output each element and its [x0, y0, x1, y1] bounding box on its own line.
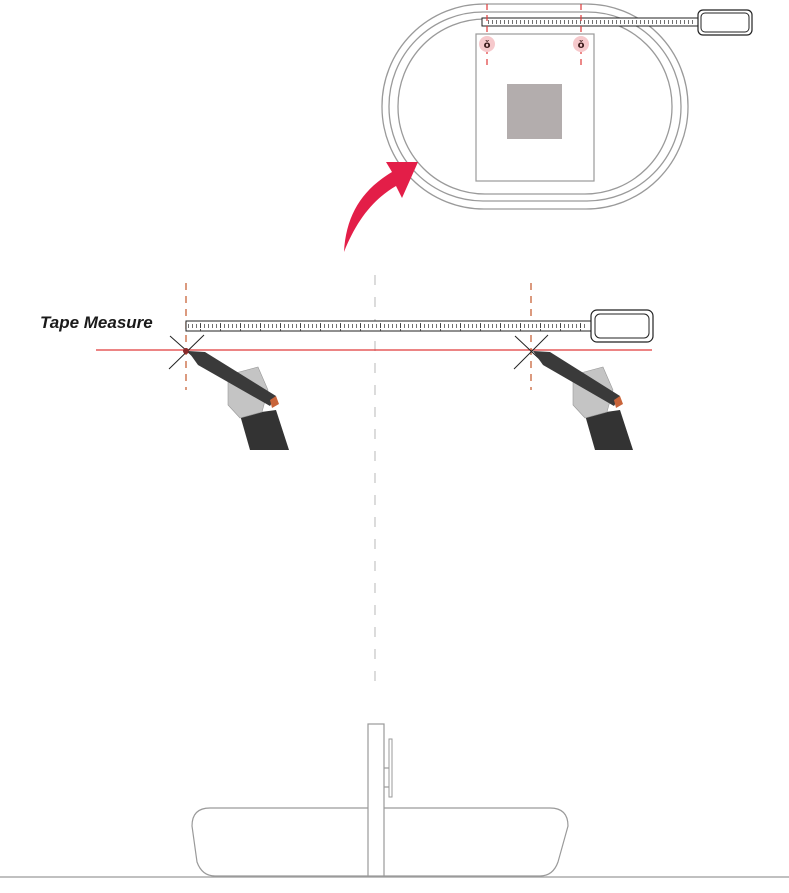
screw-icon: ǒ: [479, 36, 495, 52]
curved-arrow-icon: [344, 162, 418, 252]
mounted-device: [388, 738, 393, 798]
svg-text:ǒ: ǒ: [484, 39, 491, 51]
hand-pencil-left: [188, 351, 289, 450]
svg-text:ǒ: ǒ: [578, 39, 585, 51]
side-view-panel: [0, 723, 789, 878]
screw-icon: ǒ: [573, 36, 589, 52]
tape-case: [590, 309, 654, 343]
wall: [367, 723, 385, 877]
device-square: [507, 84, 562, 139]
oval-outer-ring: [381, 3, 689, 210]
basin-outline: [191, 807, 569, 877]
tape-case-top: [697, 9, 753, 36]
oval-middle-ring: [388, 11, 682, 202]
hand-pencil-right: [533, 351, 633, 450]
top-view-panel: ǒ ǒ: [381, 3, 753, 210]
marking-step-panel: [96, 275, 654, 690]
tape-measure-label: Tape Measure: [40, 313, 153, 332]
